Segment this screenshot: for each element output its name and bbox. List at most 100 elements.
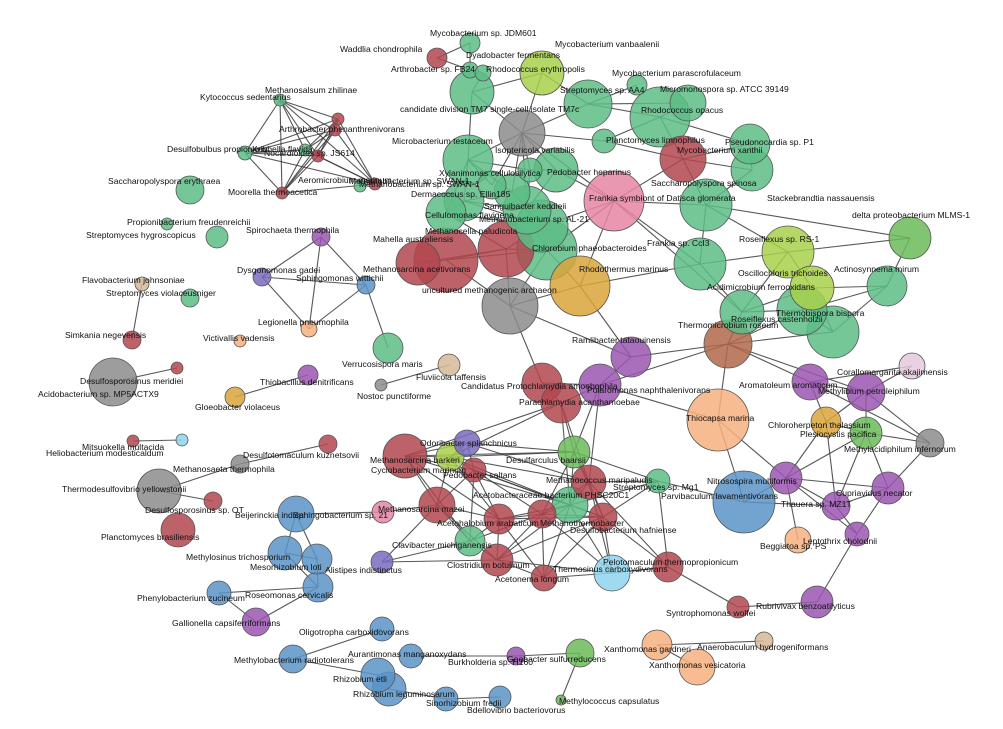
node-victivallis[interactable] — [233, 334, 247, 348]
node-methaceti[interactable] — [395, 240, 441, 286]
node-thiocapsa[interactable] — [686, 388, 750, 452]
node-uncmeth[interactable] — [481, 277, 539, 335]
node-desulfotom[interactable] — [318, 434, 338, 454]
node-aurantim[interactable] — [398, 643, 424, 669]
node-polaromon[interactable] — [578, 363, 622, 407]
node-mesorhiz[interactable] — [301, 543, 333, 575]
node-kytococ[interactable] — [273, 93, 287, 107]
node-dysgono[interactable] — [252, 267, 272, 287]
node-methmaris[interactable] — [571, 464, 607, 500]
node-acetonema[interactable] — [530, 564, 558, 592]
node-stackeb[interactable] — [679, 178, 733, 232]
node-nostoc[interactable] — [374, 378, 388, 392]
node-gallionella[interactable] — [241, 607, 271, 637]
node-oligotro[interactable] — [369, 616, 395, 642]
node-heliobac[interactable] — [175, 433, 189, 447]
node-actinosyn[interactable] — [866, 265, 908, 307]
node-moorella[interactable] — [275, 186, 289, 200]
node-mycjdm601[interactable] — [459, 32, 481, 54]
node-mycvanb[interactable] — [519, 50, 565, 96]
node-desulfarc[interactable] — [557, 435, 591, 469]
node-thauera[interactable] — [821, 491, 851, 521]
node-planctbras[interactable] — [160, 512, 196, 548]
node-methylococ[interactable] — [555, 694, 567, 706]
node-acetohal[interactable] — [483, 503, 515, 535]
node-mycxanth[interactable] — [659, 135, 707, 183]
node-pelotom[interactable] — [652, 551, 684, 583]
node-pedosal[interactable] — [461, 457, 487, 483]
node-arthfb24[interactable] — [474, 64, 492, 82]
node-legionella[interactable] — [300, 320, 318, 338]
node-methmazei[interactable] — [418, 486, 456, 524]
node-thiobac[interactable] — [297, 364, 319, 386]
node-isoptvar[interactable] — [517, 157, 543, 183]
node-beggiatoa[interactable] — [784, 526, 812, 554]
node-alistipes[interactable] — [370, 550, 394, 574]
node-rhodotherm[interactable] — [549, 255, 611, 317]
node-streptaa4[interactable] — [563, 79, 613, 129]
node-acidimicro[interactable] — [719, 289, 765, 335]
node-arthphen[interactable] — [328, 123, 342, 137]
node-methylacid[interactable] — [915, 428, 945, 458]
node-plesiocys[interactable] — [849, 416, 883, 450]
node-tm7c[interactable] — [498, 109, 546, 157]
node-methylosin[interactable] — [267, 535, 303, 571]
node-syntrophomonas[interactable] — [726, 595, 750, 619]
node-nitrosomul[interactable] — [769, 461, 803, 495]
node-xanthvesi[interactable] — [678, 648, 716, 686]
node-desulfobulb[interactable] — [237, 145, 253, 161]
node-fluviicola[interactable] — [437, 353, 461, 377]
node-micromono[interactable] — [669, 84, 707, 122]
node-sphingomon[interactable] — [356, 275, 376, 295]
node-waddlia[interactable] — [426, 47, 448, 69]
node-spirochaeta[interactable] — [311, 227, 331, 247]
node-methanobthm[interactable] — [353, 179, 367, 193]
node-mycparas[interactable] — [626, 74, 648, 96]
node-deltamlms[interactable] — [888, 216, 932, 260]
node-beijerinck[interactable] — [277, 495, 315, 533]
node-thermodesulfo[interactable] — [136, 468, 182, 514]
node-leptothr[interactable] — [844, 521, 870, 547]
node-streptviol[interactable] — [180, 288, 200, 308]
node-methbtaiw[interactable] — [527, 499, 557, 529]
node-ramlibac[interactable] — [610, 336, 652, 378]
node-acidobac[interactable] — [88, 357, 138, 407]
node-xanthgard[interactable] — [641, 629, 673, 661]
node-parvibac[interactable] — [712, 470, 776, 534]
node-kribbella[interactable] — [298, 143, 312, 157]
node-mitsuokella[interactable] — [126, 434, 140, 448]
node-flavobac[interactable] — [134, 276, 150, 292]
node-rhizoetli[interactable] — [360, 657, 396, 693]
node-stremg1[interactable] — [645, 468, 671, 494]
node-roseirs1[interactable] — [761, 225, 815, 279]
node-clavibac[interactable] — [454, 525, 486, 557]
node-burkh[interactable] — [506, 646, 526, 666]
node-methylbac[interactable] — [278, 644, 308, 674]
node-phenylob[interactable] — [206, 580, 232, 606]
node-planctlim[interactable] — [591, 128, 617, 154]
node-cupriav[interactable] — [871, 471, 905, 505]
node-rubrivivax[interactable] — [800, 585, 834, 619]
node-desulfomer[interactable] — [170, 361, 184, 375]
node-odoribac[interactable] — [453, 429, 481, 457]
node-frankiaccl3[interactable] — [673, 237, 727, 291]
node-aeromicro[interactable] — [368, 177, 382, 191]
node-parachlam[interactable] — [540, 382, 582, 424]
node-nocardioid[interactable] — [311, 149, 325, 163]
node-verrucos[interactable] — [372, 332, 404, 364]
node-cellflav[interactable] — [425, 192, 467, 234]
node-anaerobac[interactable] — [754, 631, 774, 651]
node-clostbot[interactable] — [480, 543, 514, 577]
node-thermosin[interactable] — [593, 554, 631, 592]
node-sphingob[interactable] — [371, 500, 395, 524]
node-propionibac[interactable] — [160, 217, 174, 231]
node-methswan[interactable] — [477, 170, 507, 200]
node-streptohygro[interactable] — [205, 225, 229, 249]
node-geobac[interactable] — [565, 638, 595, 668]
node-oscillo[interactable] — [789, 265, 835, 311]
node-corallo[interactable] — [898, 352, 926, 380]
node-chloroherp[interactable] — [810, 406, 842, 438]
node-frankiadat[interactable] — [583, 170, 645, 232]
node-bdellov[interactable] — [488, 685, 512, 709]
node-simkania[interactable] — [122, 330, 142, 350]
